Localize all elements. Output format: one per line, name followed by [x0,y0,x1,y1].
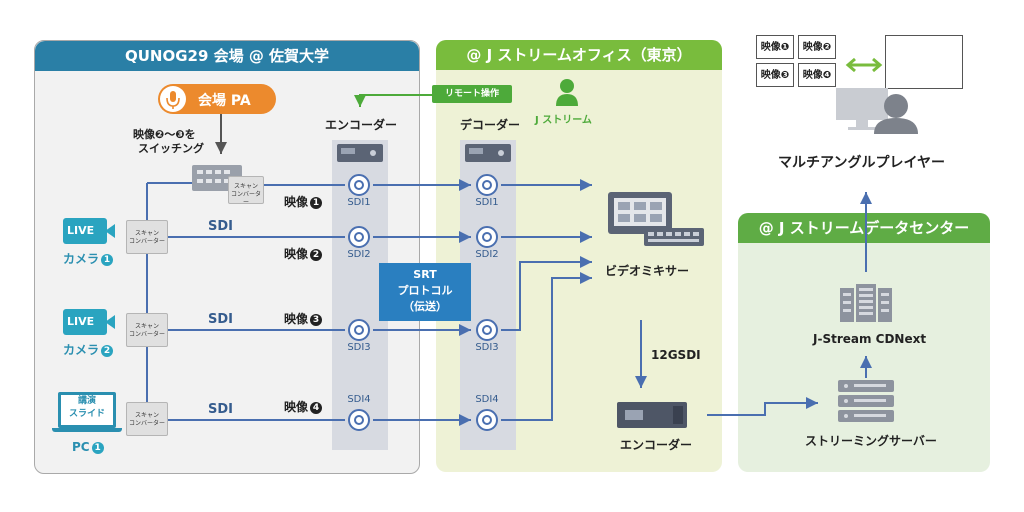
decoder-label: デコーダー [460,118,521,132]
remote-operation-badge: リモート操作 [432,85,512,103]
player-cell-1: 映像❶ [756,35,794,59]
decoder-icon [465,144,511,162]
player-cell-4: 映像❹ [798,63,836,87]
link-12gsdi-label: 12GSDI [651,348,701,362]
jstream-operator-label: J ストリーム [535,115,592,126]
slide-line2: スライド [68,409,105,419]
streaming-server-icon [838,380,894,422]
cdn-server-rack-icon [840,284,892,324]
venue-encoder-label: エンコーダー [325,118,398,132]
decoder-sdi4-label: SDI4 [475,394,499,405]
scan-converter-2: スキャンコンバーター [126,313,168,347]
sdi-label-row3: SDI [208,312,233,327]
cdn-label: J-Stream CDNext [813,332,927,346]
video-mixer-keyboard-icon [644,228,704,246]
scan-converter-3: スキャンコンバーター [126,402,168,436]
multi-angle-player-label: マルチアングルプレイヤー [778,155,946,171]
switcher-scan-converter: スキャン コンバーター [228,176,264,206]
video-mixer-label: ビデオミキサー [605,264,690,278]
pa-badge: 会場 PA [158,84,276,114]
venue-encoder-icon [337,144,383,162]
laptop-icon: 講演 スライド [58,392,116,428]
office-panel-title: @ J ストリームオフィス（東京） [436,40,722,70]
encoder-sdi4-label: SDI4 [347,394,371,405]
laptop-base [52,428,122,432]
streaming-server-label: ストリーミングサーバー [805,434,937,448]
player-cell-3: 映像❸ [756,63,794,87]
office-encoder-icon [617,402,687,428]
office-encoder-label: エンコーダー [620,438,693,452]
encoder-sdi1-label: SDI1 [347,197,371,208]
decoder-sdi3-label: SDI3 [475,342,499,353]
datacenter-panel: @ J ストリームデータセンター [738,213,990,472]
sdi-label-row4: SDI [208,402,233,417]
scan-converter-1: スキャンコンバーター [126,220,168,254]
camera2-live-icon: LIVE [63,309,115,335]
srt-protocol-box: SRT プロトコル （伝送） [379,263,471,321]
player-cell-2: 映像❷ [798,35,836,59]
encoder-sdi2-label: SDI2 [347,249,371,260]
slide-line1: 講演 [77,396,96,406]
operator-person-icon [555,78,579,106]
video-mixer-monitor-icon [608,192,672,234]
datacenter-panel-title: @ J ストリームデータセンター [738,213,990,243]
venue-panel-title: QUNOG29 会場 @ 佐賀大学 [35,41,419,71]
viewer-monitor-icon [826,86,926,134]
encoder-sdi3-label: SDI3 [347,342,371,353]
camera1-live-icon: LIVE [63,218,115,244]
microphone-icon [160,86,186,112]
switching-note-line1: 映像❷〜❸を [133,128,196,141]
decoder-sdi2-label: SDI2 [475,249,499,260]
pa-label: 会場 PA [198,93,251,109]
decoder-sdi1-label: SDI1 [475,197,499,208]
switching-note-line2: スイッチング [138,142,204,155]
sdi-label-row2: SDI [208,219,233,234]
player-main-screen [885,35,963,89]
